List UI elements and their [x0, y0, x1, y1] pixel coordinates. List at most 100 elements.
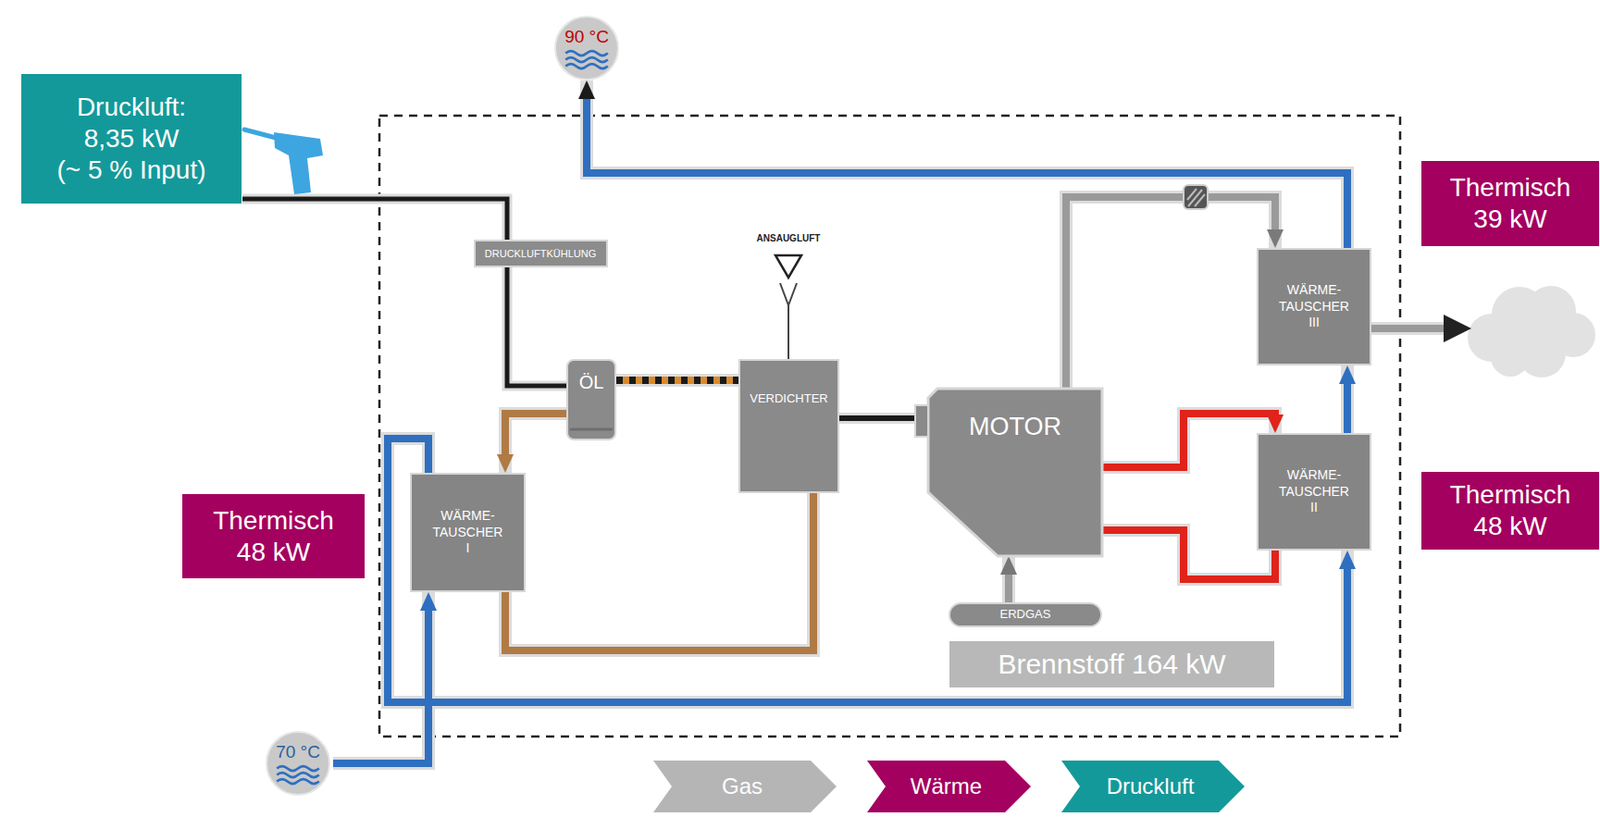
arrowhead-carrier: [387, 438, 1348, 703]
temperature-circle-outline: [262, 731, 334, 796]
node-text: 70 °C: [275, 742, 321, 763]
water-pipe: [1343, 378, 1352, 434]
pipe-halo: [507, 267, 567, 386]
fuel-box: Brennstoff 164 kW: [948, 640, 1276, 689]
compressor-box: VERDICHTER: [738, 359, 840, 494]
pipe-halo: [333, 592, 429, 764]
circle-ground: [266, 731, 330, 795]
box-ground: [1421, 471, 1600, 550]
gas-tank: ERDGAS: [948, 602, 1103, 628]
arrowheads: [242, 80, 1348, 764]
tank-band: [570, 428, 613, 432]
heat-output-box-outline: [1420, 160, 1600, 248]
legend-text: Druckluft: [1106, 773, 1201, 800]
node-text: ÖL: [579, 372, 605, 394]
arrowhead-carrier: [242, 198, 508, 240]
exhaust-arrow: [1443, 314, 1472, 343]
legend-text: Gas: [721, 773, 769, 800]
node-text: 48 kW: [236, 536, 311, 569]
oil-tank: ÖL: [566, 359, 617, 441]
pipe-halo: [1102, 413, 1276, 468]
legend-item: Druckluft: [1061, 760, 1245, 813]
air-pipe: [507, 267, 567, 386]
intake-label: ANSAUGLUFT: [740, 233, 837, 244]
node-text: WÄRME- TAUSCHER II: [1277, 467, 1352, 517]
temperature-circle: 90 °C: [551, 15, 622, 81]
intake-funnel: [775, 255, 802, 360]
box-ground: [949, 641, 1275, 688]
hatch-underlay: [616, 376, 739, 385]
arrowhead-carrier: [1066, 197, 1276, 389]
box-ground: [474, 240, 608, 267]
coolant-pipe: [1102, 530, 1276, 580]
temperature-circle: 70 °C: [262, 731, 334, 796]
arrowhead-carrier: [616, 380, 739, 382]
water-pipe: [586, 93, 1348, 249]
pipe-halo: [1340, 365, 1354, 434]
node-text: Thermisch: [212, 505, 335, 537]
exhaust-halo: [1371, 322, 1446, 335]
node-text: 39 kW: [1473, 203, 1547, 236]
pipe-halo: [387, 438, 1348, 703]
node-text: Thermisch: [1450, 479, 1572, 511]
pipe-halo: [242, 198, 508, 240]
exhaust-filter: [1183, 185, 1208, 210]
circle-ground: [555, 16, 619, 80]
heat-output-box: Thermisch48 kW: [1420, 471, 1600, 551]
pipe-halo: [616, 373, 739, 387]
arrowhead-carrier: [1102, 413, 1276, 468]
air-gun: [244, 129, 323, 195]
exhaust-outlet: [1371, 324, 1446, 333]
tank-body: [949, 603, 1102, 627]
filter-body: [1183, 185, 1208, 210]
heat-exchanger-box: WÄRME- TAUSCHER II: [1256, 433, 1372, 551]
motor-shape: MOTOR: [928, 388, 1103, 557]
node-text: Thermisch: [1450, 172, 1572, 204]
box-ground: [182, 494, 365, 579]
node-text: (~ 5 % Input): [56, 154, 206, 187]
arrowhead-carrier: [505, 493, 814, 651]
water-pipe: [387, 438, 1348, 703]
oil-pipe: [505, 413, 567, 460]
oil-link: [616, 376, 739, 385]
gas-pipe: [1004, 569, 1013, 603]
arrowhead-carrier: [1008, 556, 1010, 603]
intake-triangle: [775, 255, 802, 278]
temperature-circle-outline: [551, 15, 622, 81]
heat-output-box: Thermisch39 kW: [1420, 160, 1600, 248]
box-ground: [1421, 161, 1600, 247]
node-text: DRUCKLUFTKÜHLUNG: [484, 248, 596, 261]
node-text: VERDICHTER: [749, 392, 829, 407]
cloud-puff: [1490, 337, 1530, 377]
pipe-halos: [242, 80, 1348, 764]
intake-pipe: [780, 283, 797, 360]
box-ground: [1257, 248, 1371, 365]
water-waves: [276, 766, 320, 784]
node-text: Brennstoff 164 kW: [997, 648, 1226, 682]
arrowhead-carrier: [333, 592, 429, 764]
pipe-halo: [1066, 197, 1276, 389]
exhaust-pipe: [1066, 197, 1276, 389]
air-pipe: [242, 198, 508, 240]
heat-exchanger-box: WÄRME- TAUSCHER I: [409, 472, 526, 593]
motor-flange: [915, 405, 929, 437]
node-text: WÄRME- TAUSCHER I: [430, 508, 506, 558]
pipe-halo: [1102, 530, 1276, 580]
pipe-halo: [505, 413, 567, 473]
water-waves: [565, 50, 608, 69]
filter-hatch: [1187, 188, 1205, 207]
oil-tank-outline: [566, 359, 617, 441]
compressor-box-outline: [738, 359, 840, 494]
node-text: 90 °C: [564, 26, 609, 48]
node-text: MOTOR: [968, 412, 1062, 442]
arrowhead-carrier: [507, 267, 567, 386]
box-ground: [1257, 434, 1371, 550]
legend-swatch: [867, 760, 1031, 813]
legend-item: Gas: [653, 760, 837, 813]
pipe-halo: [1002, 556, 1016, 603]
output-box: Druckluft:8,35 kW(~ 5 % Input): [20, 73, 243, 205]
connectors: [242, 93, 1348, 764]
